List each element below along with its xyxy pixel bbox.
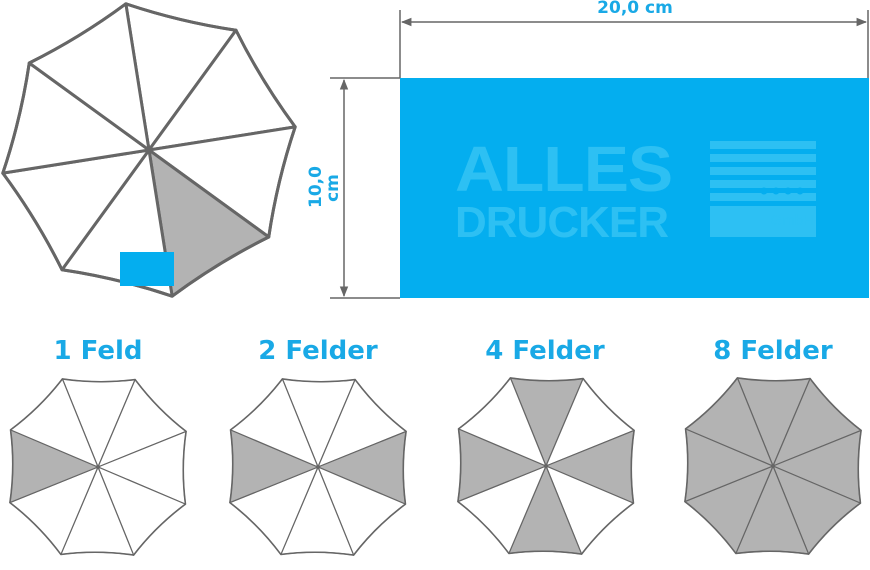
- option-label-2-felder: 2 Felder: [258, 336, 378, 366]
- umbrella-rim: [1, 2, 297, 298]
- width-dimension: [399, 10, 869, 78]
- option-umbrella-4-felder: [457, 377, 635, 555]
- umbrella-hub: [543, 463, 549, 469]
- print-marker-on-panel: [120, 252, 174, 286]
- print-area: ALLES DRUCKER GmbH: [400, 78, 869, 298]
- umbrella-rim: [457, 377, 635, 555]
- umbrella-hub: [95, 464, 101, 470]
- option-umbrella-8-felder: [684, 377, 862, 555]
- umbrella-hub: [770, 463, 776, 469]
- umbrella-hub: [315, 464, 321, 470]
- umbrella-rim: [9, 378, 187, 556]
- option-umbrella-1-feld: [9, 378, 187, 556]
- option-umbrella-2-felder: [229, 378, 407, 556]
- width-dimension-label: 20,0 cm: [597, 0, 673, 18]
- logo-stripes-icon: [710, 141, 816, 237]
- umbrella-hub: [146, 147, 152, 153]
- logo-text-gmbh: GmbH: [770, 212, 814, 229]
- option-label-4-felder: 4 Felder: [485, 336, 605, 366]
- height-dimension-label: 10,0 cm: [306, 166, 343, 208]
- umbrella-rim: [229, 378, 407, 556]
- option-label-1-feld: 1 Feld: [53, 336, 143, 366]
- umbrella-rim: [684, 377, 862, 555]
- logo-text-drucker: DRUCKER: [455, 198, 669, 247]
- height-dimension: [330, 77, 400, 299]
- logo-text-alles: ALLES: [455, 133, 673, 205]
- option-label-8-felder: 8 Felder: [713, 336, 833, 366]
